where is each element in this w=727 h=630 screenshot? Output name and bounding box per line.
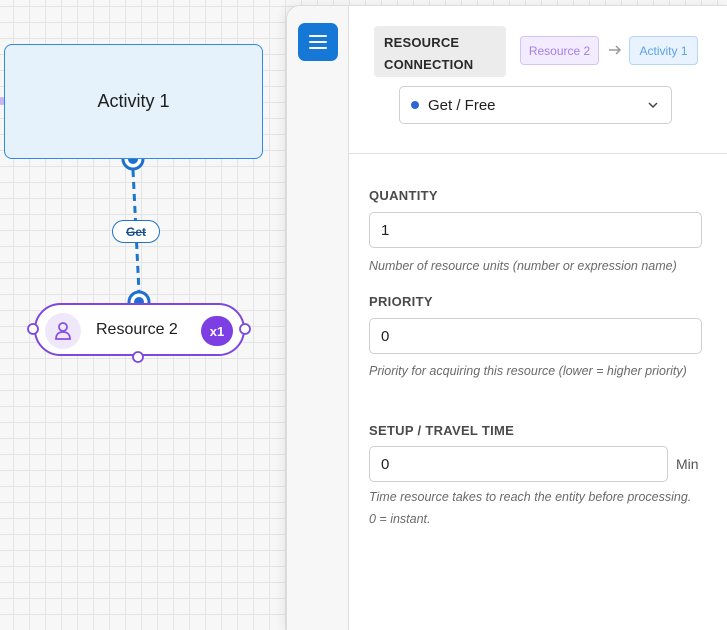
source-chip[interactable]: Resource 2 — [520, 36, 599, 65]
quantity-label: QUANTITY — [369, 188, 438, 203]
person-icon — [45, 313, 81, 349]
quantity-badge: x1 — [201, 316, 233, 346]
setup-time-help: Time resource takes to reach the entity … — [369, 490, 692, 526]
priority-help: Priority for acquiring this resource (lo… — [369, 364, 687, 378]
target-chip[interactable]: Activity 1 — [629, 36, 698, 65]
chevron-down-icon — [648, 102, 658, 109]
resource-node-label: Resource 2 — [96, 321, 178, 338]
setup-time-label: SETUP / TRAVEL TIME — [369, 423, 515, 438]
panel-title: RESOURCE CONNECTION — [374, 26, 506, 77]
setup-time-input[interactable] — [369, 446, 668, 482]
connection-type-value: Get / Free — [428, 96, 496, 114]
time-unit-label: Min — [676, 456, 699, 472]
edge-label[interactable]: Get — [112, 220, 160, 243]
panel-title-line2: CONNECTION — [384, 57, 474, 72]
menu-button[interactable] — [298, 23, 338, 61]
status-dot — [411, 101, 419, 109]
panel-content: RESOURCE CONNECTION Resource 2 Activity … — [349, 6, 727, 630]
activity-node[interactable]: Activity 1 — [4, 44, 263, 159]
panel-header: RESOURCE CONNECTION Resource 2 Activity … — [349, 6, 727, 154]
quantity-input[interactable] — [369, 212, 702, 248]
panel-title-line1: RESOURCE — [384, 35, 460, 50]
properties-panel: RESOURCE CONNECTION Resource 2 Activity … — [286, 5, 727, 630]
priority-input[interactable] — [369, 318, 702, 354]
priority-label: PRIORITY — [369, 294, 433, 309]
connection-type-select[interactable]: Get / Free — [399, 86, 672, 124]
activity-node-label: Activity 1 — [97, 91, 170, 111]
arrow-right-icon — [609, 45, 622, 55]
hamburger-icon — [309, 35, 327, 49]
resource-node[interactable]: Resource 2 x1 — [34, 303, 245, 356]
panel-rail — [287, 6, 349, 630]
quantity-help: Number of resource units (number or expr… — [369, 259, 677, 273]
